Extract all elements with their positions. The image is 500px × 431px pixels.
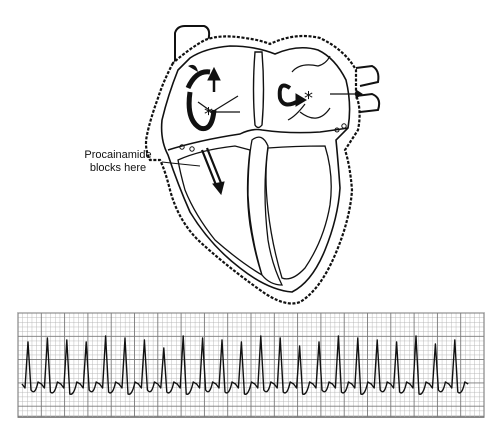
ventricular-septum [247, 136, 284, 286]
blocked-conduction-arrow [200, 147, 225, 196]
ecg-strip [17, 312, 485, 418]
procainamide-label-line2: blocks here [89, 162, 147, 174]
label-leader-line [161, 161, 201, 167]
atrial-septum [252, 51, 265, 129]
procainamide-label-line1: Procainamide [84, 149, 152, 161]
svg-text:*: * [304, 88, 313, 109]
myocardium-outline [160, 45, 351, 293]
ecg-trace [21, 335, 469, 395]
left-atrium-reentry: * [277, 55, 363, 121]
left-ventricle [265, 145, 332, 280]
procainamide-label: Procainamide blocks here [72, 149, 164, 175]
av-valve-plane [167, 127, 349, 151]
valve-markers [179, 123, 347, 152]
svg-text:*: * [204, 104, 213, 125]
right-atrium-reentry: * [185, 64, 240, 132]
